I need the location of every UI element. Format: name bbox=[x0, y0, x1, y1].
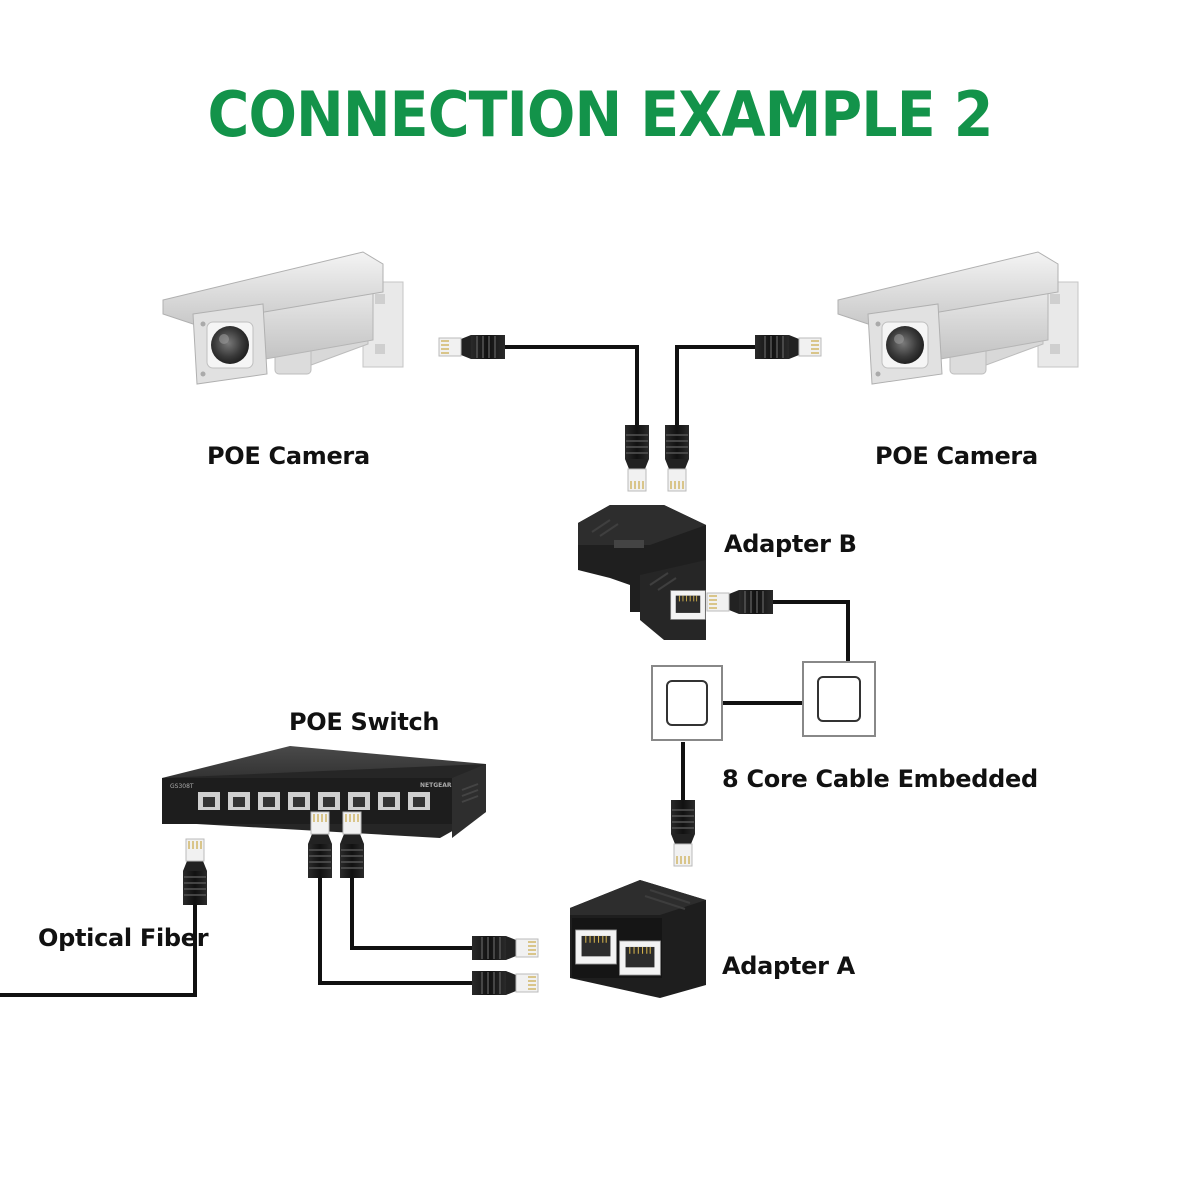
label-cable-embedded: 8 Core Cable Embedded bbox=[722, 765, 1038, 793]
rj45-plug-icon bbox=[625, 425, 649, 491]
rj45-plug-icon bbox=[472, 971, 538, 995]
rj45-splitter-icon-adapter-b bbox=[578, 505, 706, 640]
rj45-plug-icon bbox=[671, 800, 695, 866]
rj45-plug-icon bbox=[706, 589, 774, 615]
cctv-camera-icon-left bbox=[162, 251, 404, 385]
label-poe-camera-right: POE Camera bbox=[875, 442, 1038, 470]
switch-brand: NETGEAR bbox=[420, 782, 452, 789]
label-adapter-a: Adapter A bbox=[722, 952, 855, 980]
cctv-camera-icon-right bbox=[837, 251, 1079, 385]
rj45-plug-icon bbox=[438, 334, 506, 360]
label-poe-camera-left: POE Camera bbox=[207, 442, 370, 470]
wall-socket-icon-right bbox=[802, 661, 876, 737]
rj45-plug-icon bbox=[665, 425, 689, 491]
label-adapter-b: Adapter B bbox=[724, 530, 857, 558]
switch-model: GS308T bbox=[170, 783, 194, 790]
wall-socket-icon-left bbox=[651, 665, 723, 741]
rj45-plug-icon bbox=[182, 838, 208, 906]
cable-lines bbox=[0, 345, 850, 997]
rj45-plug-icon bbox=[307, 811, 333, 879]
diagram-title: CONNECTION EXAMPLE 2 bbox=[207, 78, 994, 151]
rj45-plug-icon bbox=[339, 811, 365, 879]
label-optical-fiber: Optical Fiber bbox=[38, 924, 209, 952]
label-poe-switch: POE Switch bbox=[289, 708, 440, 736]
rj45-plug-icon bbox=[755, 335, 821, 359]
rj45-plug-icon bbox=[472, 936, 538, 960]
rj45-splitter-icon-adapter-a bbox=[570, 880, 706, 998]
network-switch-icon: NETGEAR GS308T bbox=[162, 746, 486, 838]
